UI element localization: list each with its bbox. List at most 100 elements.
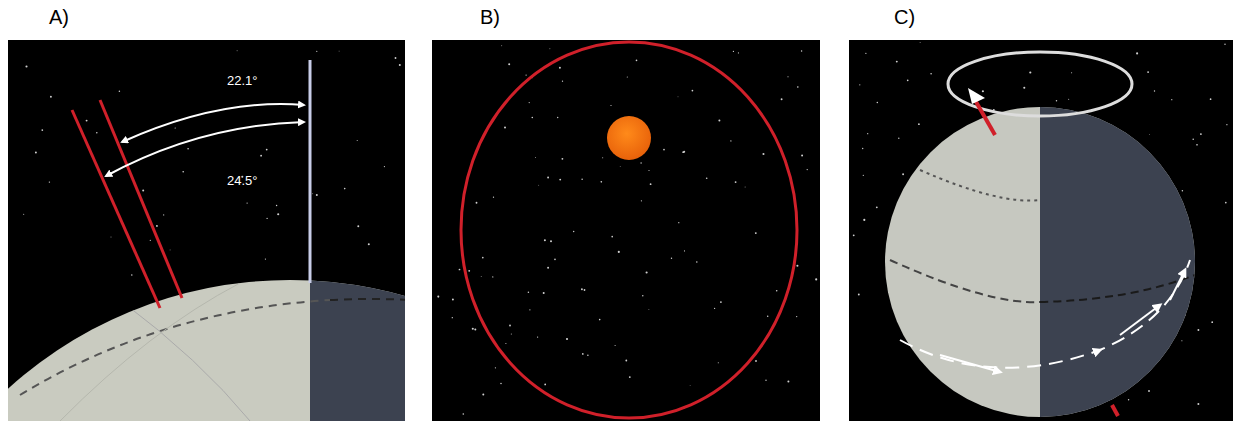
star [918, 123, 920, 125]
star [142, 190, 144, 192]
star [246, 202, 247, 203]
star [452, 317, 453, 318]
star [896, 61, 898, 63]
star [859, 84, 860, 85]
star [599, 319, 601, 321]
star [1154, 90, 1155, 91]
star [807, 169, 808, 170]
star [1225, 202, 1227, 204]
star [463, 413, 465, 415]
star [865, 53, 866, 54]
star [625, 360, 627, 362]
star [529, 309, 530, 310]
star [532, 117, 534, 119]
star [1023, 87, 1025, 89]
star [696, 261, 698, 263]
star [610, 105, 611, 106]
star [678, 222, 679, 223]
star [930, 73, 932, 75]
star [357, 225, 359, 227]
panel-letter: B) [480, 7, 500, 27]
star [801, 155, 803, 157]
star [96, 132, 98, 134]
star [1182, 190, 1184, 192]
star [266, 149, 268, 151]
star [640, 162, 641, 163]
star [862, 148, 863, 149]
star [863, 175, 864, 176]
star [508, 63, 510, 65]
star [452, 298, 454, 300]
star [399, 64, 401, 66]
star [1200, 133, 1202, 135]
star [573, 231, 574, 232]
star [493, 197, 494, 198]
star [706, 177, 708, 179]
star [131, 274, 132, 275]
star [501, 45, 503, 47]
star [265, 258, 266, 259]
star [629, 376, 631, 378]
star [787, 381, 789, 383]
star [735, 181, 737, 183]
star [538, 184, 540, 186]
star [500, 383, 502, 385]
star [480, 276, 482, 278]
star [1192, 138, 1194, 140]
panel-letter: C) [894, 7, 915, 27]
star [1197, 403, 1199, 405]
star [537, 336, 538, 337]
star [1056, 100, 1057, 101]
star [815, 278, 817, 280]
star [547, 177, 549, 179]
star [767, 316, 768, 317]
star [492, 276, 493, 277]
star [395, 57, 397, 59]
star [554, 259, 556, 261]
star [474, 329, 476, 331]
rotation-arrow [900, 260, 1190, 368]
star [1136, 52, 1138, 54]
star [744, 186, 746, 188]
star [1196, 144, 1198, 146]
star [1224, 44, 1225, 45]
star [50, 96, 52, 98]
star [1149, 134, 1151, 136]
sun [607, 116, 651, 160]
star [156, 225, 158, 227]
star [642, 295, 643, 296]
star [898, 138, 899, 139]
star [312, 193, 314, 195]
earth-sphere [885, 100, 1200, 421]
star [1211, 321, 1213, 323]
star [797, 86, 799, 88]
star [316, 51, 317, 52]
star [559, 179, 561, 181]
star [163, 214, 164, 215]
star [581, 288, 583, 290]
star [781, 98, 783, 100]
star [150, 240, 151, 241]
star [169, 249, 171, 251]
star [907, 79, 909, 81]
star [368, 243, 370, 245]
star [1148, 390, 1150, 392]
panel-letter: A) [49, 7, 69, 27]
star [650, 183, 652, 185]
star [547, 267, 549, 269]
star [1147, 71, 1149, 73]
star [902, 173, 904, 175]
precession-circle [948, 52, 1132, 116]
star [550, 240, 552, 242]
star [476, 202, 478, 204]
star [714, 308, 715, 309]
star [482, 394, 484, 396]
star [544, 384, 546, 386]
axis-line [1112, 405, 1118, 416]
star [559, 67, 561, 69]
star [35, 151, 37, 153]
star [684, 250, 685, 251]
star [505, 343, 506, 344]
star [648, 308, 650, 310]
star [1181, 340, 1182, 341]
